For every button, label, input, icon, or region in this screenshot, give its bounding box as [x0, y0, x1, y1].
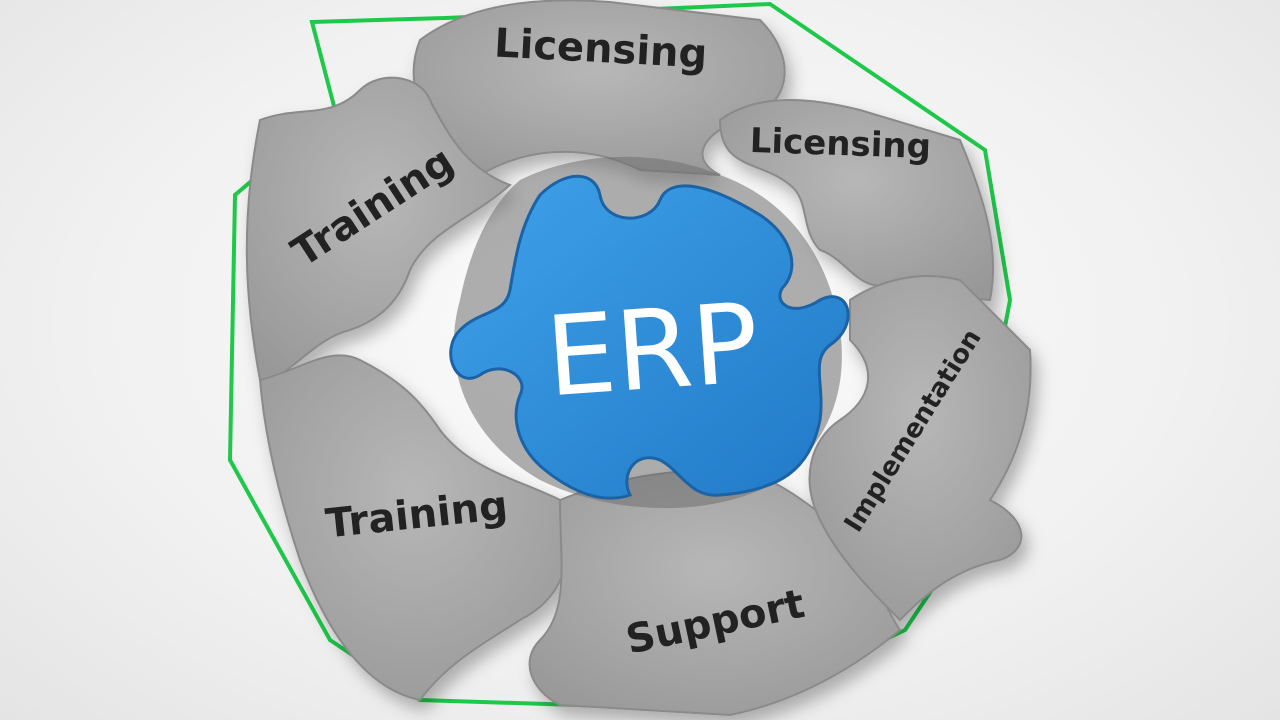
puzzle-piece-upper-left [245, 76, 512, 382]
puzzle-piece-right [808, 275, 1032, 622]
puzzle-piece-lower-left [258, 354, 569, 702]
erp-center-label: ERP [542, 279, 763, 421]
label-upper-right: Licensing [749, 121, 931, 167]
label-top: Licensing [493, 20, 708, 77]
erp-center-piece [449, 174, 850, 500]
